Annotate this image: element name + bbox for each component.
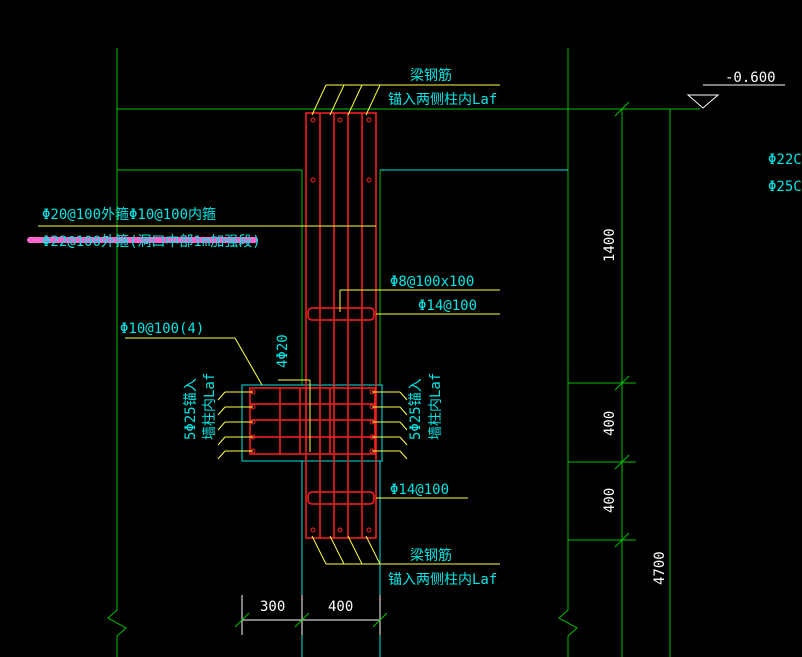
right-wall-line bbox=[558, 48, 578, 657]
dim-400a: 400 bbox=[602, 411, 618, 436]
dimension-lines bbox=[241, 84, 785, 635]
tie-lower bbox=[307, 491, 375, 505]
leader-lines bbox=[38, 84, 500, 565]
embedded-column bbox=[241, 384, 383, 462]
dim-300: 300 bbox=[260, 599, 285, 615]
beam-bottom-label-1: 梁钢筋 bbox=[410, 547, 452, 564]
dim-400h: 400 bbox=[328, 599, 353, 615]
tie-14-bottom-label: Φ14@100 bbox=[390, 482, 449, 498]
dim-1400: 1400 bbox=[602, 228, 618, 262]
rebar-dots bbox=[250, 117, 375, 533]
dimension-lines-green bbox=[234, 101, 636, 628]
tie-14-top-label: Φ14@100 bbox=[418, 298, 477, 314]
bars-4-label: 4Φ20 bbox=[275, 334, 291, 368]
embedded-cage bbox=[249, 387, 376, 455]
dim-4700: 4700 bbox=[652, 551, 668, 585]
elevation-label: -0.600 bbox=[725, 70, 776, 86]
right-partial-label-2: Φ25C bbox=[768, 179, 802, 195]
right-partial-label-1: Φ22C bbox=[768, 152, 802, 168]
dim-400b: 400 bbox=[602, 488, 618, 513]
column-rebar-cage bbox=[305, 112, 377, 539]
annotations: 梁钢筋 锚入两侧柱内Laf -0.600 Φ20@100外箍Φ10@100内箍 … bbox=[42, 67, 802, 615]
reinforcement-red bbox=[249, 112, 377, 539]
left-anchor-label-1: 5Φ25锚入 bbox=[183, 378, 199, 440]
beam-top-label-1: 梁钢筋 bbox=[410, 67, 452, 84]
right-anchor-label-2: 墙柱内Laf bbox=[428, 373, 444, 440]
wall-outlines bbox=[107, 48, 700, 657]
right-anchor-label-1: 5Φ25锚入 bbox=[408, 378, 424, 440]
tie-upper bbox=[307, 307, 375, 321]
stirrup-label-2: Φ22@100外箍(洞口中部1m加强段) bbox=[42, 233, 261, 250]
tie-8-label: Φ8@100x100 bbox=[390, 274, 474, 290]
elevation-symbol bbox=[686, 94, 720, 109]
beam-bottom-label-2: 锚入两侧柱内Laf bbox=[388, 572, 497, 588]
beam-top-label-2: 锚入两侧柱内Laf bbox=[388, 92, 497, 108]
left-wall-line bbox=[107, 48, 127, 657]
stirrup-label-1: Φ20@100外箍Φ10@100内箍 bbox=[42, 206, 216, 223]
left-anchor-label-2: 墙柱内Laf bbox=[202, 373, 218, 440]
tie-10-label: Φ10@100(4) bbox=[120, 321, 204, 337]
